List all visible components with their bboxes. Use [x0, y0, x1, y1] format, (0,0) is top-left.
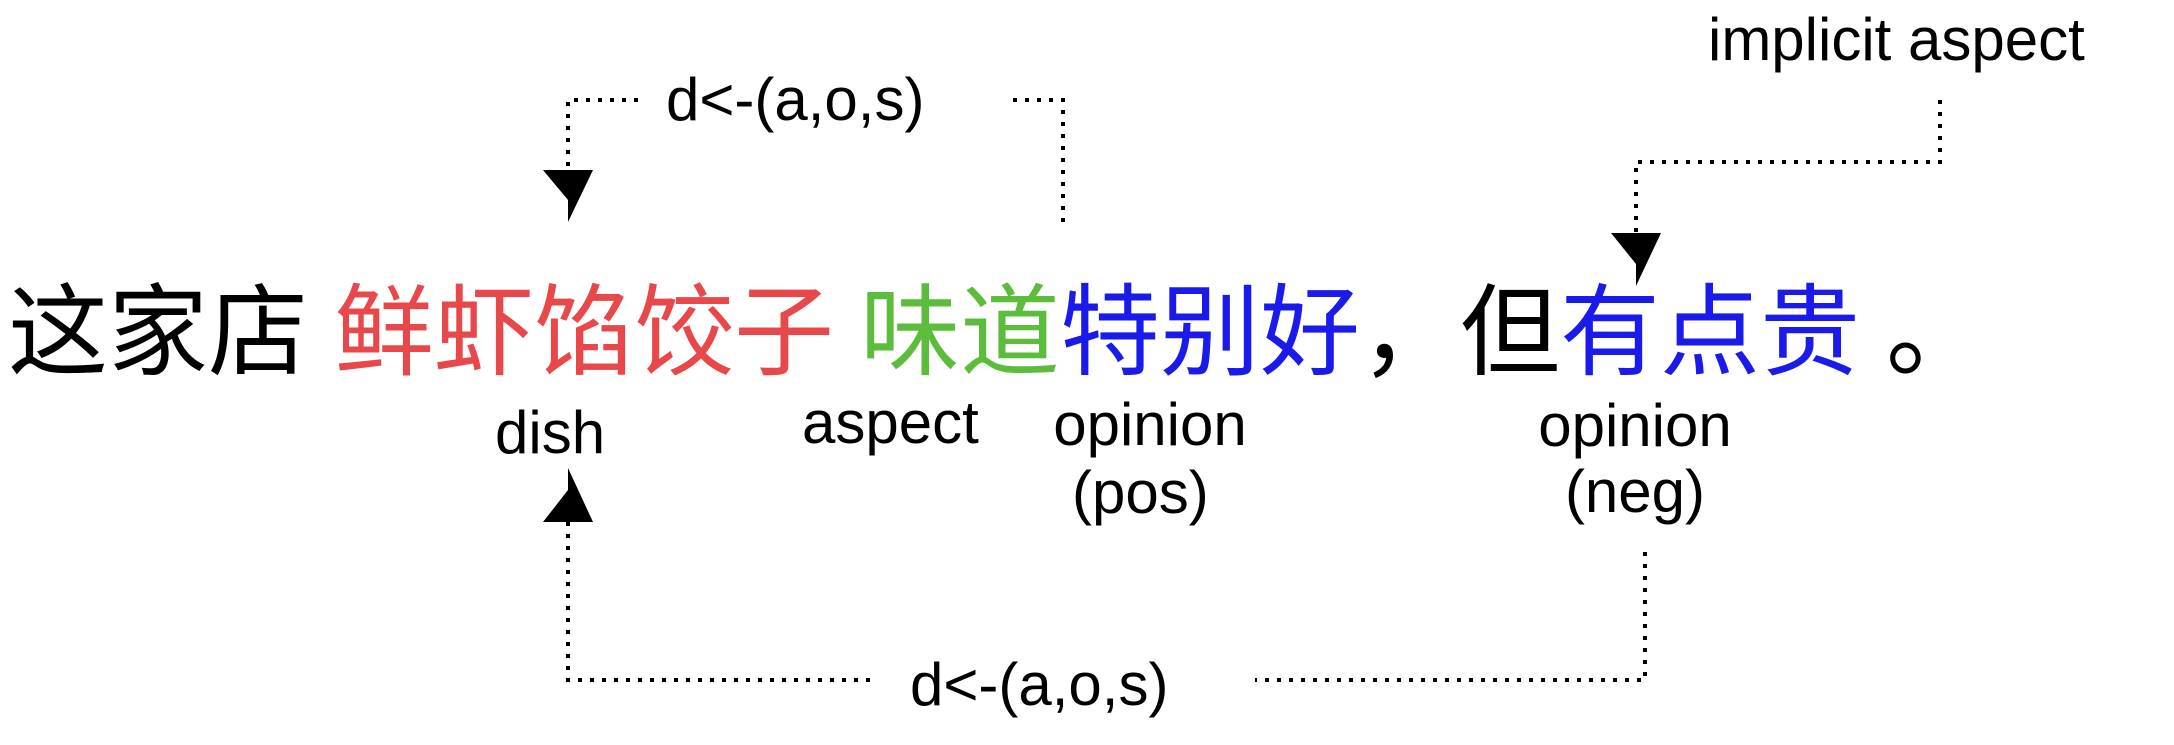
bottom-arrowhead-up	[543, 468, 593, 522]
implicit-aspect-connector	[1634, 100, 1942, 238]
but-word: 但	[1460, 274, 1560, 391]
opinion-neg-span: 有点贵	[1560, 274, 1860, 391]
opinion-neg-label-line2: (neg)	[1564, 458, 1706, 525]
bottom-relation-connector-right	[1255, 552, 1647, 682]
sentence-prefix: 这家店	[8, 274, 308, 391]
top-relation-connector-left	[566, 98, 638, 175]
aspect-span: 味道	[860, 274, 1060, 391]
top-arrowhead-down	[543, 170, 593, 222]
comma: ，	[1360, 274, 1460, 391]
implicit-arrowhead-down	[1611, 233, 1661, 286]
opinion-pos-label-line1: opinion	[1053, 391, 1247, 458]
relation-label-bottom: d<-(a,o,s)	[910, 651, 1169, 718]
sentence: 这家店鲜虾馅饺子味道特别好，但有点贵。	[8, 278, 1986, 388]
opinion-pos-label: opinion	[1030, 393, 1270, 457]
dish-span: 鲜虾馅饺子	[334, 274, 834, 391]
implicit-aspect-label: implicit aspect	[1708, 6, 2085, 73]
bottom-relation-connector-left	[566, 510, 870, 682]
top-relation-connector	[1010, 98, 1065, 222]
opinion-pos-polarity: (pos)	[1072, 459, 1209, 526]
opinion-neg-label: opinion (neg)	[1500, 393, 1770, 525]
aspect-label: aspect	[802, 389, 979, 456]
opinion-pos-span: 特别好	[1060, 274, 1360, 391]
period: 。	[1886, 274, 1986, 391]
dish-label: dish	[495, 399, 606, 466]
relation-label-top: d<-(a,o,s)	[666, 66, 925, 133]
opinion-neg-label-line1: opinion	[1538, 392, 1732, 459]
